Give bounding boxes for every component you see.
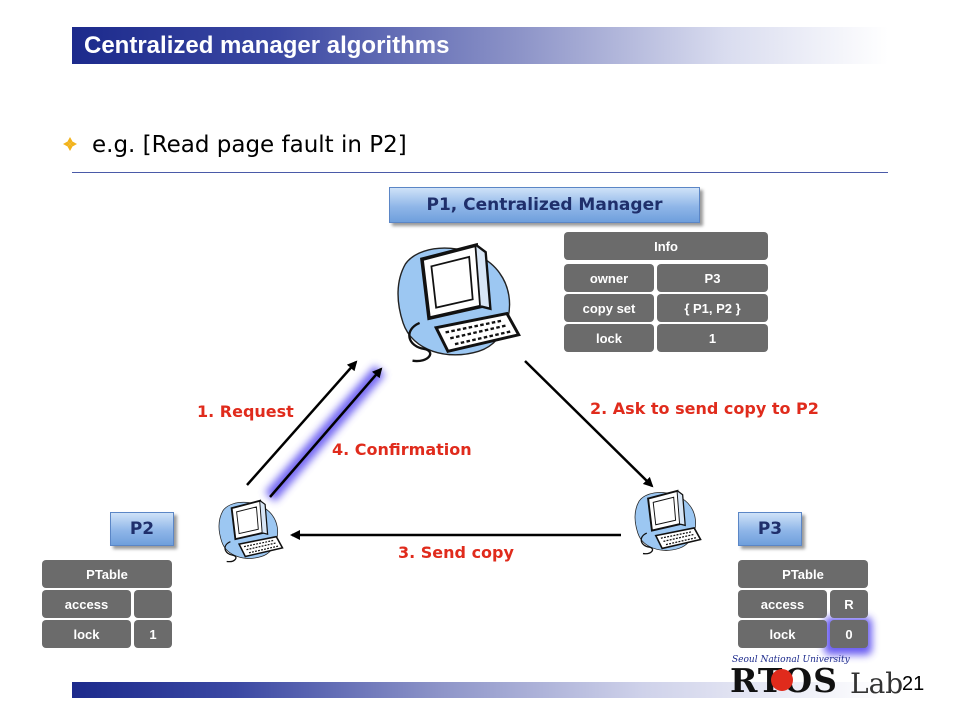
p2-lock-key: lock (42, 620, 131, 648)
info-copyset-key: copy set (564, 294, 654, 322)
p3-label: P3 (738, 512, 802, 546)
info-owner-value: P3 (657, 264, 768, 292)
p2-access-value (134, 590, 172, 618)
title-bar (72, 27, 888, 64)
manager-label: P1, Centralized Manager (389, 187, 700, 223)
p2-lock-value: 1 (134, 620, 172, 648)
bullet-diamond-icon (63, 137, 77, 151)
footer-bar (72, 682, 888, 698)
p2-label: P2 (110, 512, 174, 546)
info-copyset-value: { P1, P2 } (657, 294, 768, 322)
p3-access-value: R (830, 590, 868, 618)
ask-label: 2. Ask to send copy to P2 (590, 399, 819, 418)
bullet-text: e.g. [Read page fault in P2] (92, 132, 407, 158)
divider (72, 172, 888, 173)
request-label: 1. Request (197, 402, 294, 421)
page-number: 21 (902, 673, 925, 695)
logo-red-dot-icon (771, 669, 793, 691)
logo-university: Seoul National University (732, 655, 850, 665)
send-copy-label: 3. Send copy (398, 543, 514, 562)
info-table-header: Info (564, 232, 768, 260)
info-lock-value: 1 (657, 324, 768, 352)
p2-ptable-header: PTable (42, 560, 172, 588)
p3-lock-key: lock (738, 620, 827, 648)
request-arrow-icon (246, 360, 358, 486)
p2-access-key: access (42, 590, 131, 618)
p3-access-key: access (738, 590, 827, 618)
confirmation-arrow-icon (269, 367, 383, 498)
p3-ptable-header: PTable (738, 560, 868, 588)
info-owner-key: owner (564, 264, 654, 292)
ask-arrow-icon (524, 360, 654, 488)
p3-computer-icon (634, 489, 702, 555)
info-lock-key: lock (564, 324, 654, 352)
logo-lab: Lab (850, 667, 904, 700)
p2-computer-icon (218, 499, 284, 563)
manager-computer-icon (396, 243, 521, 363)
p3-lock-value: 0 (830, 620, 868, 648)
confirmation-label: 4. Confirmation (332, 440, 472, 459)
slide-title: Centralized manager algorithms (84, 32, 450, 59)
